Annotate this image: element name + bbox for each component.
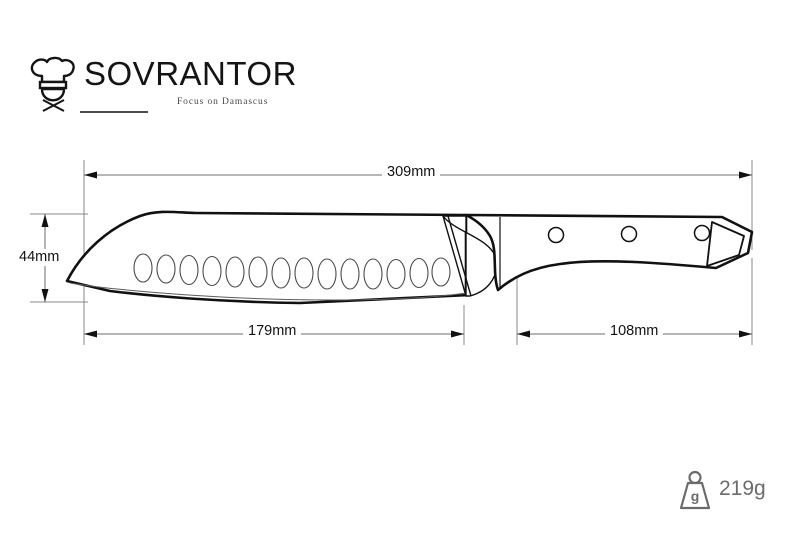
weight-icon: g — [679, 470, 711, 510]
granton-dimple — [156, 254, 176, 284]
granton-dimple — [294, 257, 314, 289]
arrowhead-bottom — [41, 289, 49, 302]
arrowhead-right — [739, 171, 752, 179]
granton-dimple — [133, 253, 153, 283]
brand-tagline: Focus on Damascus — [177, 97, 269, 107]
dimension-label-blade-height: 44mm — [14, 249, 65, 266]
chef-hat-tie-b — [42, 99, 65, 112]
arrowhead-right — [451, 330, 464, 338]
granton-dimple — [431, 257, 451, 287]
granton-dimple — [386, 258, 406, 290]
granton-dimple-group — [133, 253, 451, 290]
bolster-edge-line-a — [442, 215, 467, 297]
granton-dimple — [202, 255, 222, 287]
chef-hat-top — [30, 56, 75, 84]
arrowhead-top — [41, 214, 49, 227]
handle-rivet — [693, 224, 711, 242]
brand-name: SOVRANTOR — [84, 55, 297, 92]
dimension-blade-height — [30, 213, 88, 303]
weight-icon-label: g — [691, 488, 700, 504]
arrowhead-left — [84, 171, 97, 179]
weight-badge: 219g — [672, 466, 782, 516]
handle-butt-cap — [706, 221, 745, 267]
arrowhead-right — [739, 330, 752, 338]
granton-dimple — [271, 257, 291, 289]
knife-outline — [65, 210, 754, 305]
granton-dimple — [225, 256, 245, 288]
chef-hat-body — [40, 87, 66, 102]
dimension-label-total-length: 309mm — [382, 164, 441, 181]
granton-dimple — [317, 258, 337, 290]
arrowhead-left — [84, 330, 97, 338]
granton-dimple — [340, 258, 360, 290]
brand-logo: SOVRANTOR Focus on Damascus — [22, 55, 296, 125]
handle-rivet — [620, 225, 638, 243]
handle-rivet — [547, 226, 565, 244]
blade-bevel-line — [69, 282, 467, 301]
handle-body — [464, 213, 754, 292]
granton-dimple — [248, 256, 268, 288]
bolster-edge-line-b — [447, 215, 472, 297]
arrowhead-left — [517, 330, 530, 338]
granton-dimple — [409, 257, 429, 289]
blade-body — [65, 210, 472, 305]
weight-value: 219g — [719, 477, 766, 500]
dimension-label-handle-length: 108mm — [605, 323, 664, 340]
weight-icon-body — [679, 481, 711, 510]
dimension-label-blade-length: 179mm — [243, 323, 302, 340]
chef-hat-icon — [30, 56, 75, 112]
granton-dimple — [363, 258, 383, 290]
granton-dimple — [179, 254, 199, 286]
